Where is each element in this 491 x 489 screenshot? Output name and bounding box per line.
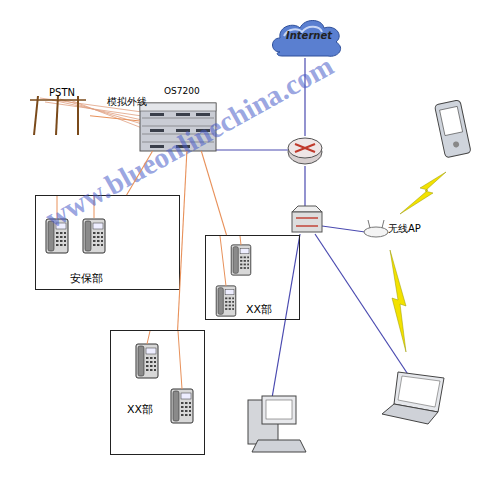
node-label: Internet [286,30,332,41]
laptop-symbol [382,372,444,424]
telephone-symbol [46,219,251,423]
telephone-pole [30,96,86,135]
cloud-node: Internet [268,14,346,60]
switch-symbol [292,206,322,232]
pstn-node: PSTN [25,80,90,135]
pc-symbol [248,396,306,452]
ap-symbol [364,220,388,237]
phone-line [127,151,153,195]
wireless-signal [390,172,446,352]
phone-line [178,151,187,330]
ap-node: 无线AP [362,218,424,242]
node-label: 安保部 [70,273,103,285]
node-label: XX部 [127,404,153,416]
node-label: PSTN [49,87,75,98]
phone-line [201,151,226,235]
router-symbol [288,138,322,164]
node-label: XX部 [246,304,272,316]
node-label: 无线AP [388,223,421,234]
phone-line [90,116,140,121]
pda-symbol [434,100,471,158]
phone-wire [57,196,241,389]
watermark: www.blueonlinechina.com [40,50,339,235]
edge-label: 模拟外线 [107,96,147,107]
department-box: XX部 [205,235,300,320]
node-label: OS7200 [164,87,200,97]
department-box: XX部 [110,330,205,455]
